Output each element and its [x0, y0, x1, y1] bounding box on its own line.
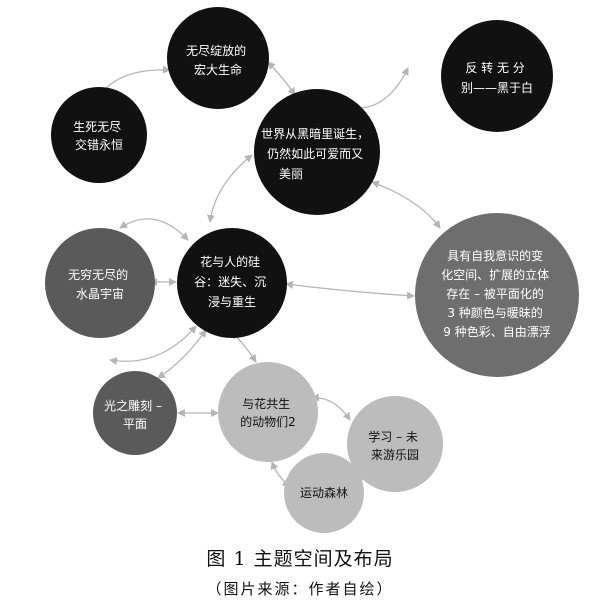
node-world-line-1: 世界从黑暗里诞生，	[261, 126, 369, 141]
node-selfaware: 具有自我意识的变 化空间、扩展的立体 存在 – 被平面化的 3 种颜色与暖昧的 …	[415, 213, 579, 377]
node-silicon-circle	[177, 228, 287, 338]
node-silicon: 花与人的硅 谷：迷失、沉 浸与重生	[177, 228, 287, 338]
node-lifedeath-circle	[51, 87, 147, 183]
svg-text:反 转 无 分 别——黑于白: 反 转 无 分 别——黑于白	[461, 60, 533, 95]
arrow-silicon-selfaware	[285, 280, 415, 300]
node-world-line-2: 仍然如此可爱而又	[267, 146, 363, 161]
node-forest-circle	[284, 453, 364, 533]
node-selfaware-circle	[415, 213, 579, 377]
node-lifedeath: 生死无尽 交错永恒	[51, 87, 147, 183]
node-blossom: 无尽绽放的 宏大生命	[167, 7, 269, 109]
svg-text:与花共生 的动物们2: 与花共生 的动物们2	[240, 396, 296, 429]
node-blossom-line-1: 无尽绽放的	[186, 43, 246, 58]
node-reverse: 反 转 无 分 别——黑于白	[441, 20, 553, 132]
node-blossom-circle	[167, 7, 269, 109]
svg-text:世界从黑暗里诞生， 仍然如此可爱而又: 世界从黑暗里诞生， 仍然如此可爱而又 美丽	[261, 126, 373, 181]
node-learn-line-2: 来游乐园	[371, 448, 419, 462]
figure-caption-title: 图 1 主题空间及布局	[206, 548, 394, 570]
node-world-line-3: 美丽	[279, 167, 303, 181]
node-sculpt-line-2: 平面	[123, 417, 147, 431]
node-forest: 运动森林	[284, 453, 364, 533]
node-forest-line-1: 运动森林	[300, 485, 348, 500]
node-coexist-line-1: 与花共生	[242, 396, 290, 411]
node-world-circle	[254, 89, 380, 215]
arrow-blossom-world	[267, 61, 296, 96]
node-learn: 学习 – 未 来游乐园	[347, 396, 443, 492]
node-selfaware-line-2: 化空间、扩展的立体	[441, 267, 549, 282]
arrow-world-reverse	[361, 67, 409, 109]
node-world: 世界从黑暗里诞生， 仍然如此可爱而又 美丽	[254, 89, 380, 215]
node-learn-circle	[347, 396, 443, 492]
svg-text:无穷无尽的 水晶宇宙: 无穷无尽的 水晶宇宙	[68, 267, 132, 301]
node-sculpt-line-1: 光之雕刻 –	[104, 398, 162, 413]
node-selfaware-line-3: 存在 – 被平面化的	[446, 286, 544, 301]
node-crystal-line-2: 水晶宇宙	[76, 286, 124, 301]
arrow-silicon-world	[206, 154, 253, 223]
svg-text:生死无尽 交错永恒: 生死无尽 交错永恒	[73, 120, 125, 152]
node-crystal-line-1: 无穷无尽的	[68, 267, 128, 282]
node-silicon-line-3: 浸与重生	[208, 295, 256, 309]
node-silicon-line-1: 花与人的硅	[200, 254, 260, 269]
node-coexist-circle	[218, 362, 318, 462]
svg-text:运动森林: 运动森林	[300, 485, 348, 500]
arrow-world-selfaware	[371, 180, 441, 229]
node-crystal-circle	[45, 228, 155, 338]
figure-caption-source: （图片来源：作者自绘）	[206, 580, 394, 598]
svg-text:无尽绽放的 宏大生命: 无尽绽放的 宏大生命	[186, 43, 250, 77]
node-sculpt: 光之雕刻 – 平面	[93, 371, 177, 455]
node-reverse-circle	[441, 20, 553, 132]
svg-text:学习 – 未 来游乐园: 学习 – 未 来游乐园	[368, 429, 421, 462]
node-selfaware-line-1: 具有自我意识的变	[447, 248, 543, 263]
node-selfaware-line-4: 3 种颜色与暖昧的	[447, 305, 542, 320]
node-sculpt-circle	[93, 371, 177, 455]
node-selfaware-line-5: 9 种色彩、自由漂浮	[443, 325, 550, 339]
node-coexist: 与花共生 的动物们2	[218, 362, 318, 462]
arrow-silicon-sculpt	[157, 329, 207, 379]
node-crystal: 无穷无尽的 水晶宇宙	[45, 228, 155, 338]
node-reverse-line-1: 反 转 无 分	[465, 60, 524, 75]
node-lifedeath-line-2: 交错永恒	[75, 137, 123, 152]
theme-space-diagram: 无尽绽放的 宏大生命 反 转 无 分 别——黑于白 生死无尽 交错永恒 世界从黑…	[45, 7, 579, 533]
node-silicon-line-2: 谷：迷失、沉	[194, 274, 266, 289]
node-coexist-line-2: 的动物们2	[240, 414, 296, 429]
node-blossom-line-2: 宏大生命	[194, 62, 242, 77]
node-reverse-line-2: 别——黑于白	[461, 80, 533, 95]
node-lifedeath-line-1: 生死无尽	[73, 120, 121, 134]
svg-text:光之雕刻 – 平面: 光之雕刻 – 平面	[104, 398, 166, 431]
node-learn-line-1: 学习 – 未	[368, 429, 418, 444]
arrow-silicon-crystal-upper	[119, 218, 189, 241]
svg-text:花与人的硅 谷：迷失、沉 浸与重生: 花与人的硅 谷：迷失、沉 浸与重生	[194, 254, 270, 309]
svg-text:具有自我意识的变 化空间、扩展的立体: 具有自我意识的变 化空间、扩展的立体 存在 – 被平面化的 3 种颜色与暖昧的 …	[441, 248, 553, 339]
